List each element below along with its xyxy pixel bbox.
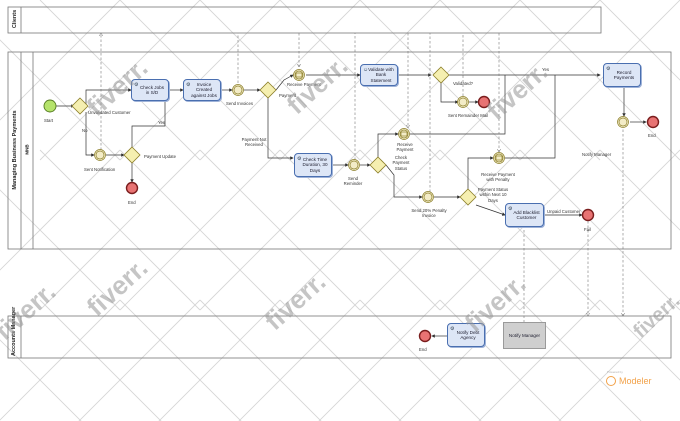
service-task-icon: ⚙ (606, 66, 611, 72)
label-unpaid-customer: Unpaid Customer (547, 209, 581, 214)
pool-title-managing: Managing Business Payments (12, 110, 18, 190)
task-label: Validate with Bank Statement (368, 66, 394, 83)
receive-payment-penalty-event (493, 152, 505, 164)
brand-name: Modeler (619, 376, 652, 386)
label-sent-remainder-mail: Sent Remainder Mail (448, 113, 489, 118)
modeler-logo-icon (606, 376, 616, 386)
task-label: Check Jobs in S/D (139, 84, 164, 96)
label-yes-validated: Yes (158, 120, 166, 125)
start-event[interactable] (43, 99, 57, 113)
end-event-3 (418, 329, 432, 343)
message-flows (101, 33, 623, 322)
pool-accounts-manager (7, 315, 672, 359)
label-notify-manager-event: Notify Manager (582, 152, 612, 157)
label-check-payment-status: Check Payment Status (392, 155, 410, 171)
end-events (125, 95, 660, 343)
gateways (71, 66, 477, 206)
service-task-icon: ⚙ (508, 206, 513, 212)
send-penalty-event (422, 191, 434, 203)
receive-payment-mid-event (398, 128, 410, 140)
end-event-1 (125, 181, 139, 195)
service-task-icon: ⚙ (297, 156, 302, 162)
label-end-2: End (648, 133, 656, 138)
send-invoices-event (232, 84, 244, 96)
label-end-3: End (419, 347, 427, 352)
send-reminder-event (348, 159, 360, 171)
task-label: Record Payments (613, 69, 635, 81)
gateway-payment-update (123, 146, 141, 164)
task-validate-bank[interactable]: ☺Validate with Bank Statement (360, 64, 398, 86)
label-fail: Fail (584, 227, 591, 232)
label-start: Start (44, 118, 54, 123)
user-task-icon: ☺ (363, 67, 369, 73)
label-end-1: End (128, 200, 136, 205)
intermediate-events (94, 69, 629, 203)
end-event-remainder (477, 95, 491, 109)
powered-by-text: Powered by (607, 370, 623, 374)
lane-title-mnb: MNB (24, 144, 30, 155)
label-payment-update: Payment Update (144, 154, 177, 159)
label-sent-notification: Sent Notification (84, 167, 116, 172)
gateway-validate-customer (71, 97, 89, 115)
label-unvalidated-customer: Unvalidated Customer (88, 110, 131, 115)
label-yes-right: Yes (542, 67, 550, 72)
label-send-20-penalty: Send 20% Penalty Invoice (411, 208, 447, 219)
label-receive-payment-top: Receive Payment (287, 82, 321, 87)
service-task-icon: ⚙ (186, 82, 191, 88)
end-event-2 (646, 115, 660, 129)
pool-clients (7, 6, 602, 34)
task-check-time[interactable]: ⚙Check Time Duration, 30 Days (294, 153, 332, 177)
label-no: No (82, 128, 88, 133)
lane-title-clients: Clients (12, 9, 18, 29)
label-payment-status-10: Payment Status within Next 10 Days (477, 187, 509, 203)
notify-manager-event (617, 116, 629, 128)
service-task-icon: ⚙ (450, 326, 455, 332)
label-payment: Payment (279, 93, 296, 98)
task-label: Check Time Duration, 30 Days (302, 156, 328, 173)
service-task-icon: ⚙ (134, 82, 139, 88)
gateway-validated (432, 66, 450, 84)
pool-managing (7, 51, 672, 250)
label-payment-not-received: Payment Not Received (241, 137, 267, 148)
sequence-flows (56, 73, 647, 338)
label-send-invoices: Send Invoices (226, 101, 253, 106)
task-notify-agency[interactable]: ⚙Notify Debt Agency (447, 323, 485, 347)
label-send-reminder: Send Reminder (343, 176, 363, 187)
gateway-payment (259, 81, 277, 99)
gateway-payment-10-days (459, 188, 477, 206)
task-label: Invoice Created against Jobs (191, 81, 217, 98)
task-blacklist-customer[interactable]: ⚙Add Blacklist Customer (505, 203, 544, 227)
receive-payment-top-event (293, 69, 305, 81)
task-notify-manager[interactable]: Notify Manager (503, 322, 546, 349)
task-label: Notify Debt Agency (456, 329, 480, 341)
label-receive-payment-penalty: Receive Payment with Penalty (481, 172, 515, 183)
task-record-payments[interactable]: ⚙Record Payments (603, 63, 641, 87)
sent-notification-event (94, 149, 106, 161)
task-label: Notify Manager (508, 332, 541, 338)
label-receive-payment-mid: Receive Payment (396, 142, 414, 153)
task-invoice-created[interactable]: ⚙Invoice Created against Jobs (183, 79, 221, 101)
task-check-jobs[interactable]: ⚙Check Jobs in S/D (131, 79, 169, 101)
task-label: Add Blacklist Customer (513, 209, 540, 221)
end-event-fail (581, 208, 595, 222)
label-validated: Validated? (453, 81, 473, 86)
gateway-payment-status (369, 156, 387, 174)
sent-remainder-event (457, 96, 469, 108)
